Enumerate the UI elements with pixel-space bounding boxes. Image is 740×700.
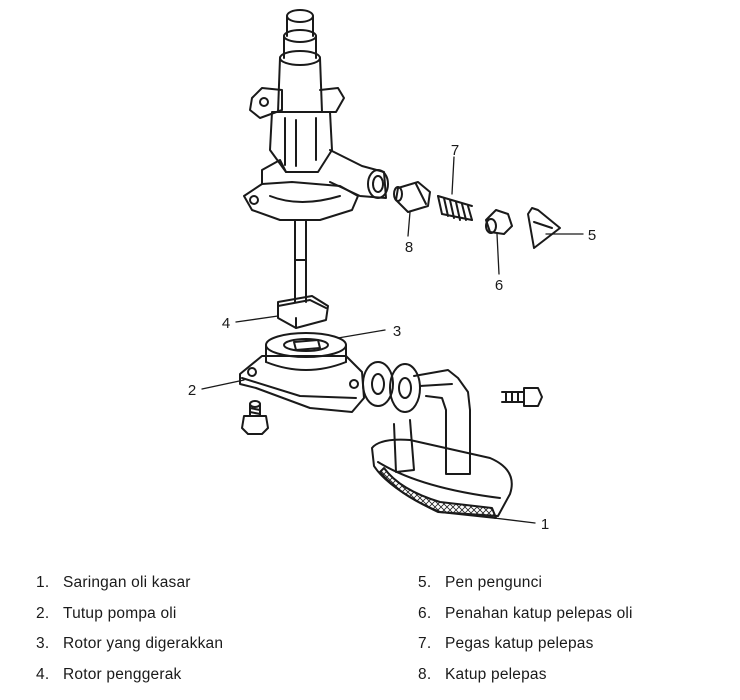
legend-number: 3. (36, 635, 50, 652)
legend-number: 1. (36, 574, 50, 591)
legend-text: Katup pelepas (445, 665, 547, 683)
legend-text: Penahan katup pelepas oli (445, 604, 633, 622)
pump-cover-part (239, 355, 365, 413)
legend-text: Tutup pompa oli (63, 604, 177, 622)
callout-1: 1 (541, 516, 549, 533)
callout-7: 7 (451, 142, 459, 159)
legend-item: 1. Saringan oli kasar (36, 568, 223, 599)
drive-rotor-part (277, 295, 329, 329)
relief-retainer-part (485, 209, 513, 235)
callout-4: 4 (222, 315, 230, 332)
legend-number: 4. (36, 665, 50, 683)
callout-6: 6 (495, 277, 503, 294)
legend-item: 7. Pegas katup pelepas (418, 629, 633, 660)
legend-text: Saringan oli kasar (63, 574, 191, 591)
oil-pump-exploded-diagram: 7 8 6 5 4 3 2 1 (188, 9, 596, 533)
legend-number: 7. (418, 635, 432, 652)
legend-item: 6. Penahan katup pelepas oli (418, 599, 633, 630)
small-bolt-part (501, 387, 543, 407)
oil-strainer-part (371, 369, 513, 519)
callout-5: 5 (588, 227, 596, 244)
legend-item: 2. Tutup pompa oli (36, 599, 223, 630)
legend-item: 4. Rotor penggerak (36, 660, 223, 691)
relief-valve-part (393, 181, 431, 213)
driven-rotor-part (265, 332, 347, 371)
relief-spring-part (437, 195, 473, 221)
legend-text: Rotor penggerak (63, 665, 182, 683)
gasket-part (362, 361, 421, 413)
callout-3: 3 (393, 323, 401, 340)
legend-number: 8. (418, 665, 432, 683)
legend-item: 8. Katup pelepas (418, 660, 633, 691)
legend-number: 6. (418, 604, 432, 622)
legend-left-column: 1. Saringan oli kasar 2. Tutup pompa oli… (36, 568, 223, 690)
legend-text: Pen pengunci (445, 574, 543, 591)
leader-lines (201, 156, 584, 524)
bolt-part (241, 400, 269, 435)
callout-2: 2 (188, 382, 196, 399)
pump-body-part (243, 9, 389, 221)
legend-item: 5. Pen pengunci (418, 568, 633, 599)
legend-right-column: 5. Pen pengunci 6. Penahan katup pelepas… (418, 568, 633, 690)
legend-item: 3. Rotor yang digerakkan (36, 629, 223, 660)
drive-shaft-part (294, 219, 307, 303)
legend-text: Pegas katup pelepas (445, 635, 594, 652)
cotter-pin-part (527, 207, 561, 249)
callout-8: 8 (405, 239, 413, 256)
legend-number: 5. (418, 574, 432, 591)
legend-text: Rotor yang digerakkan (63, 635, 224, 652)
legend-number: 2. (36, 604, 50, 622)
